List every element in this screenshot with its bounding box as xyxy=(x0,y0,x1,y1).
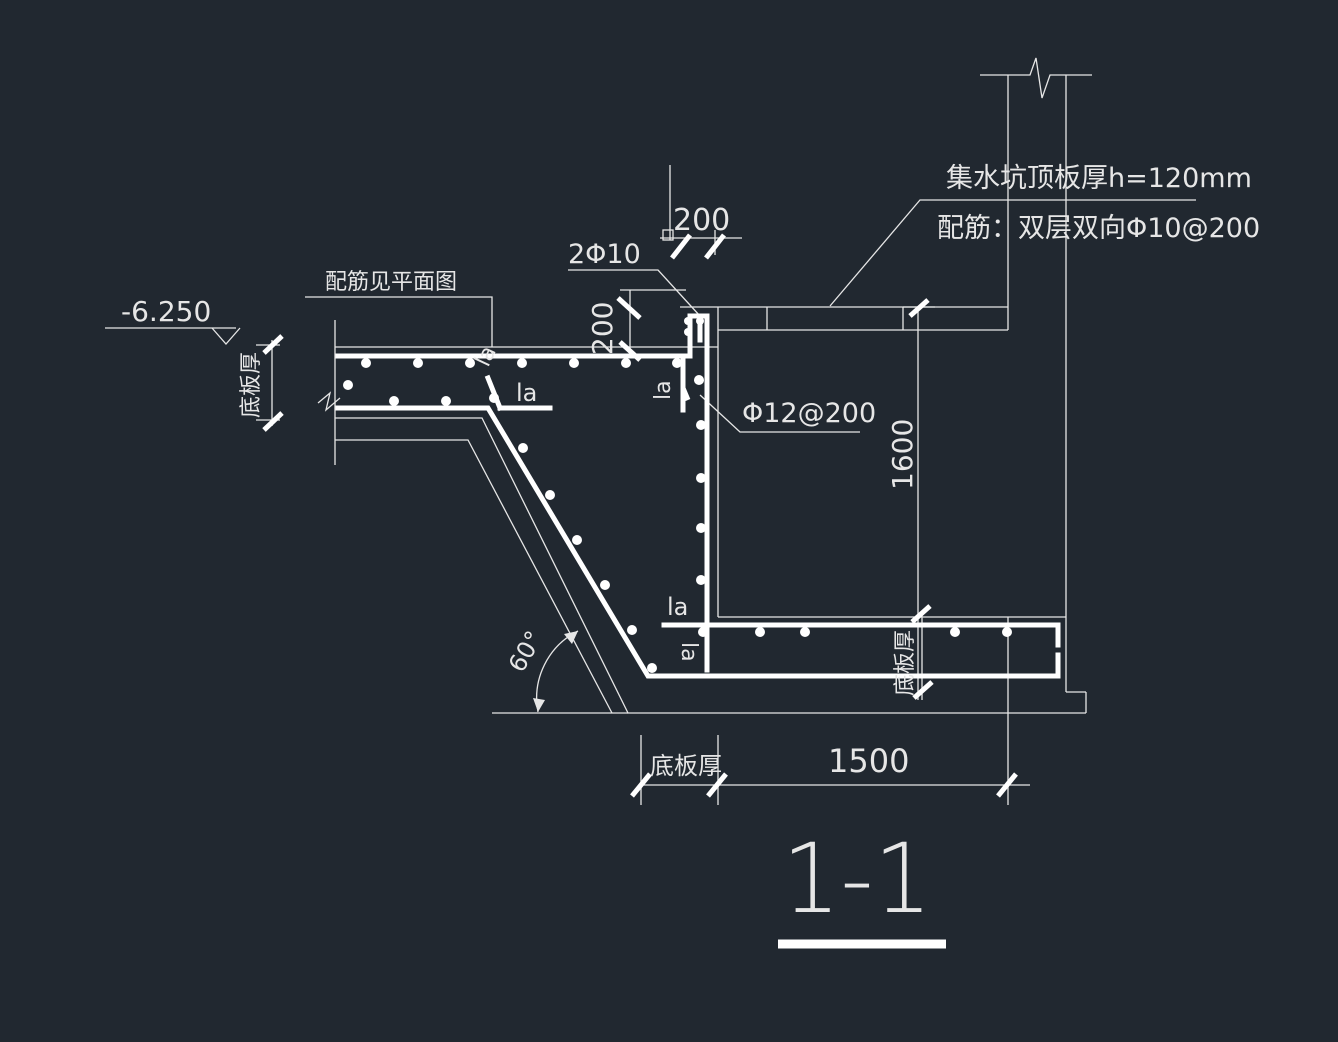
slab-thickness-left: 底板厚 xyxy=(239,352,264,418)
anchorage-la-5: la xyxy=(676,642,701,662)
dim-200-side: 200 xyxy=(586,302,619,355)
slab-rebar-note: 配筋见平面图 xyxy=(325,270,457,295)
rebar-lines xyxy=(335,313,1061,679)
pit-top-slab-rebar: 配筋：双层双向Φ10@200 xyxy=(937,213,1260,244)
concrete-outline xyxy=(105,57,1196,949)
angle-label: 60° xyxy=(503,626,549,677)
anchorage-la-3: la xyxy=(651,380,676,400)
rebar-dots xyxy=(343,317,1012,673)
elevation-label: -6.250 xyxy=(121,295,211,328)
pit-top-slab-note: 集水坑顶板厚h=120mm xyxy=(946,163,1252,194)
section-title: 1-1 xyxy=(782,823,932,935)
wall-rebar-label: Φ12@200 xyxy=(742,398,876,429)
anchorage-la-1: la xyxy=(516,379,537,407)
dim-1500: 1500 xyxy=(828,742,909,780)
slab-thickness-right: 底板厚 xyxy=(893,630,918,696)
dimension-ticks xyxy=(262,233,1018,798)
dim-1600: 1600 xyxy=(886,419,919,490)
slab-thickness-bottom: 底板厚 xyxy=(650,752,722,780)
anchorage-la-2: la xyxy=(667,593,688,621)
corner-bars-label: 2Φ10 xyxy=(568,239,641,270)
dim-200-top: 200 xyxy=(673,203,730,238)
